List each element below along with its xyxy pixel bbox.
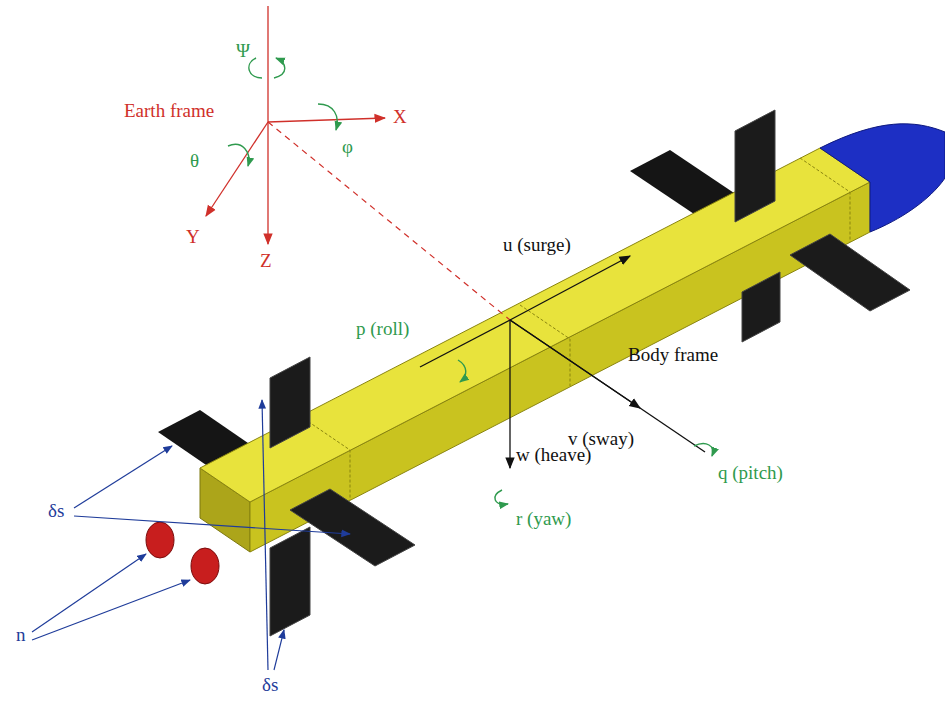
rotation-arrow xyxy=(694,444,713,456)
axis-label: X xyxy=(393,106,407,128)
hull-seam xyxy=(520,305,570,386)
axis-label: p (roll) xyxy=(356,318,409,340)
leader-line xyxy=(32,580,190,640)
y-axis xyxy=(206,122,268,216)
fin xyxy=(290,489,415,566)
axis-label: u (surge) xyxy=(503,234,571,256)
frame-label: Earth frame xyxy=(124,100,214,122)
axis-label: Y xyxy=(186,226,200,248)
rotation-arrow xyxy=(458,360,466,382)
control-label: δs xyxy=(262,674,278,696)
axis-label: w (heave) xyxy=(516,444,591,466)
fin xyxy=(270,357,310,448)
leader-line xyxy=(262,400,268,670)
fin xyxy=(742,272,780,342)
fin xyxy=(790,234,910,311)
axis-line xyxy=(267,6,268,122)
roll-axis xyxy=(420,320,510,367)
control-label: n xyxy=(16,624,26,646)
frame-link xyxy=(268,122,510,320)
fin xyxy=(270,527,310,636)
rotation-arrow xyxy=(318,104,337,130)
leader-line xyxy=(74,516,350,534)
thruster xyxy=(146,522,174,558)
leader-line xyxy=(32,554,146,632)
u-axis xyxy=(510,256,630,320)
v-axis xyxy=(510,320,705,452)
hull-seam xyxy=(800,158,850,242)
axis-label: Z xyxy=(260,250,272,272)
angle-symbol: φ xyxy=(342,136,353,158)
leader-line xyxy=(274,630,284,670)
rotation-arrow xyxy=(495,490,508,504)
axis-label: r (yaw) xyxy=(516,508,571,530)
rotation-arrow xyxy=(249,58,285,78)
w-axis xyxy=(509,320,510,468)
rotation-arrow xyxy=(228,144,249,166)
frame-label: Body frame xyxy=(628,344,718,366)
leader-line xyxy=(74,446,172,508)
hull-side xyxy=(250,182,870,552)
fin xyxy=(735,110,775,222)
angle-symbol: Ψ xyxy=(236,40,250,62)
z-axis xyxy=(267,122,268,244)
thruster xyxy=(191,548,219,584)
axis-label: q (pitch) xyxy=(718,462,783,484)
x-axis xyxy=(268,118,385,122)
v-arrow xyxy=(510,320,640,408)
angle-symbol: θ xyxy=(190,150,199,172)
nose-cone xyxy=(820,124,945,232)
control-label: δs xyxy=(48,500,64,522)
